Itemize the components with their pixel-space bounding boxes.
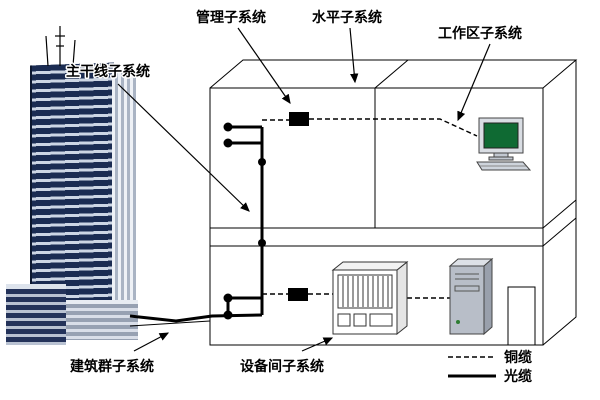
label-management: 管理子系统 <box>196 9 266 26</box>
campus-cable <box>129 313 263 323</box>
rack-slots <box>342 276 389 307</box>
rack-module-3 <box>369 313 393 327</box>
rack-module-1 <box>337 313 351 327</box>
rack-body <box>332 269 398 335</box>
legend-copper-label: 铜缆 <box>504 349 532 366</box>
server-power-led <box>456 320 460 324</box>
rack-side <box>396 260 408 336</box>
leader-backbone <box>117 83 250 212</box>
roof-antenna-icon <box>45 26 76 67</box>
legend-fiber-label: 光缆 <box>503 368 532 385</box>
rack-module-2 <box>353 313 367 327</box>
building-entrance-block <box>66 300 138 340</box>
mid-floor-side-bottom <box>542 217 577 247</box>
right-face <box>542 60 577 346</box>
legend: 铜缆 光缆 <box>448 348 534 387</box>
label-equipment-room: 设备间子系统 <box>240 358 324 375</box>
cable-junction-dots <box>223 122 266 320</box>
top-face <box>209 59 578 89</box>
rack-top <box>331 261 409 271</box>
equipment-patch-box <box>288 288 308 301</box>
leader-campus <box>133 332 170 352</box>
ground-line <box>129 320 211 327</box>
partition-wall-top <box>374 59 409 89</box>
management-patch-box <box>289 112 309 126</box>
monitor-screen <box>483 122 519 149</box>
equipment-rack-icon <box>331 260 409 336</box>
workstation-computer-icon <box>476 117 532 171</box>
label-horizontal: 水平子系统 <box>312 9 382 26</box>
door <box>507 286 536 346</box>
fiber-cables <box>129 125 264 323</box>
mid-floor-side-top <box>542 199 577 229</box>
server-body <box>449 265 485 335</box>
label-campus: 建筑群子系统 <box>70 358 154 375</box>
label-work-area: 工作区子系统 <box>438 25 522 42</box>
label-backbone: 主干线子系统 <box>66 63 150 80</box>
server-side <box>483 257 493 336</box>
horizontal-cable <box>309 118 478 137</box>
copper-cables <box>262 118 478 299</box>
building-frame <box>209 59 578 346</box>
leader-horizontal <box>349 27 359 84</box>
leader-equipment-room <box>301 337 334 352</box>
leader-arrows <box>117 27 491 352</box>
front-face <box>209 87 544 346</box>
rack-slot-area <box>337 274 393 309</box>
monitor-base <box>488 156 514 161</box>
server-tower-icon <box>448 257 494 336</box>
leader-management <box>237 27 291 104</box>
building-annex <box>6 284 66 345</box>
monitor-stand <box>493 152 509 158</box>
leader-work-area <box>457 43 491 122</box>
